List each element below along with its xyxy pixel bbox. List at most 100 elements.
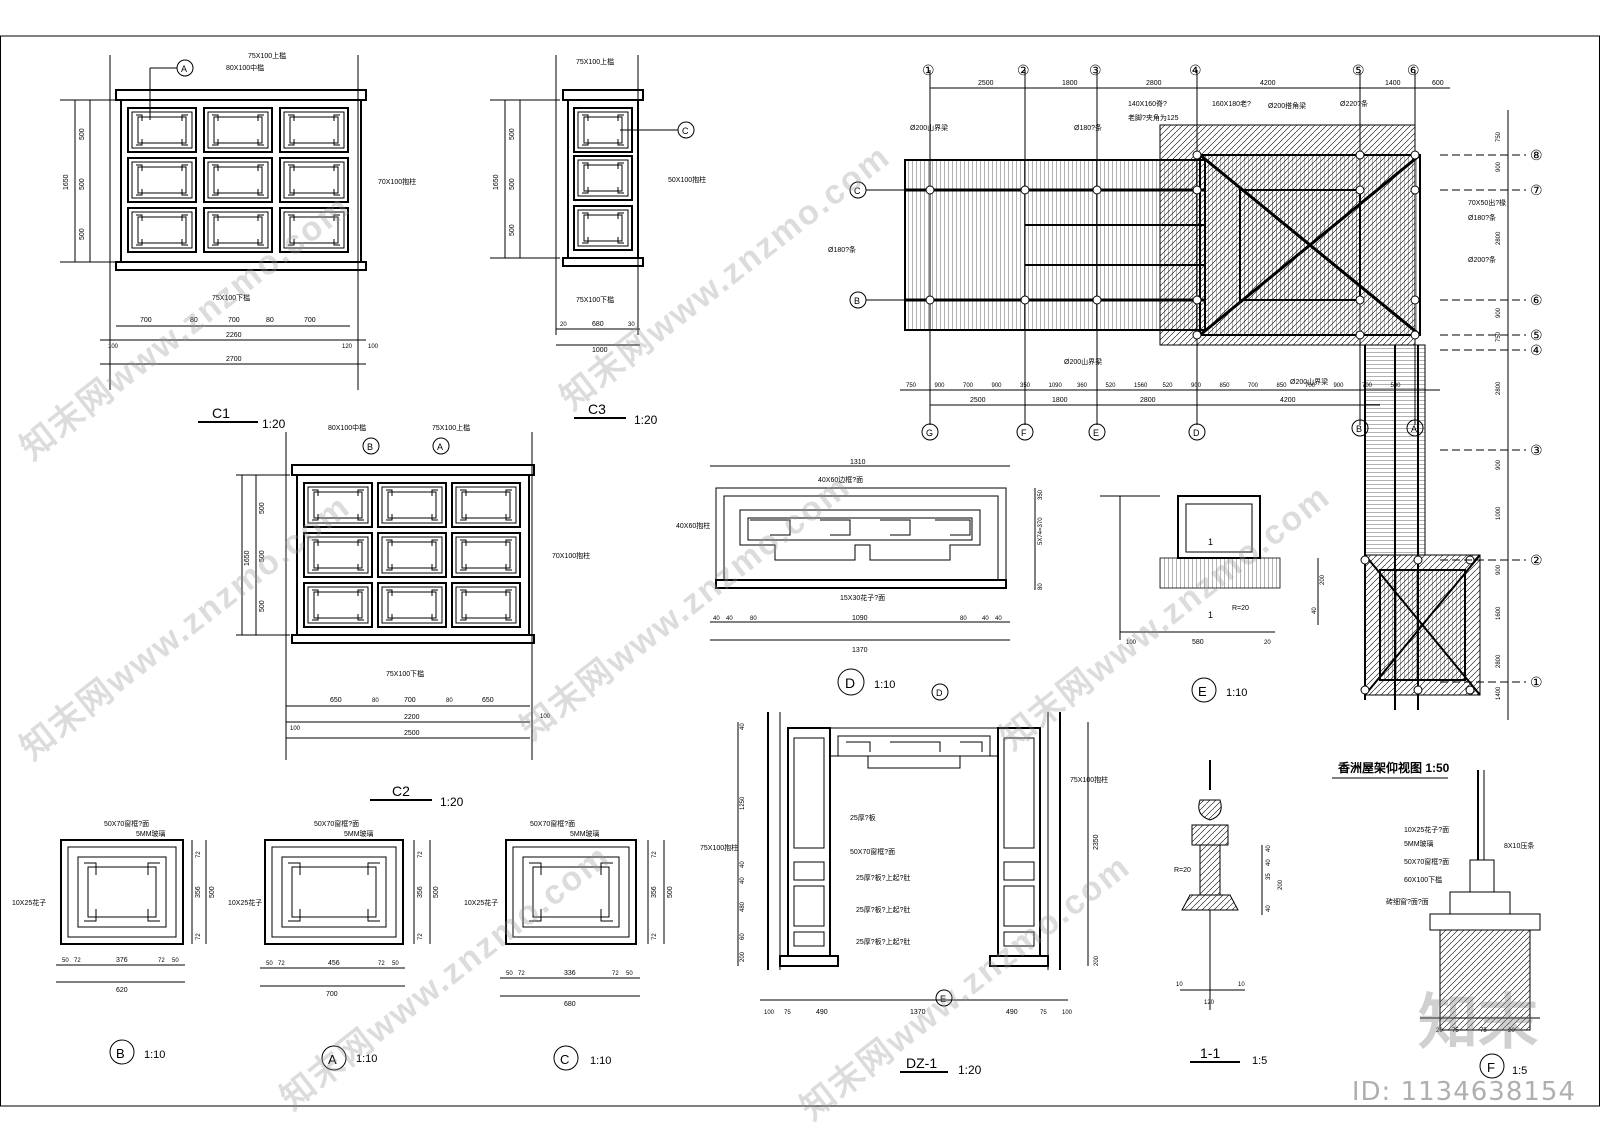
roof-node-0 [925,185,935,195]
roof-col-tag-E: E [1093,428,1099,438]
roof-note-9: 70X50出?椽 [1468,198,1506,207]
c1-panel-0-0-fretwork [136,114,188,146]
c2-dim-inner: 2200 [404,714,420,721]
c2-callout-a: A [437,442,443,452]
roof-dim-bottom-16: 700 [1362,383,1373,389]
detail-b-window: 50 72 376 72 50 620 72 356 72 500 50X70窗… [12,819,216,1065]
d-dim-80a: 80 [750,616,757,622]
f-dim-75b: 75 [1480,1028,1487,1034]
a-frame-label: 50X70窗框?面 [314,819,359,828]
c1-panel-1-0-fretwork [136,164,188,196]
elevation-c2: 1650 500 500 500 650 80 700 80 650 100 1… [236,423,590,809]
c2-panel-0-2-inner [455,486,517,524]
dz1-scale: 1:20 [958,1063,982,1077]
dz1-dim-40b: 40 [740,861,746,868]
b-dim-50a: 50 [62,958,69,964]
c2-panel-1-0 [303,532,373,578]
roof-dim-right-4: 750 [1496,331,1502,342]
roof-node-18 [1360,555,1370,565]
c1-dim-v-total: 1650 [63,174,70,190]
c-scale: 1:10 [590,1055,611,1067]
b-dim-total: 620 [116,987,128,994]
e-upper-dim-200: 200 [1320,574,1326,585]
c-dim-50a: 50 [506,971,513,977]
c1-title: C1 [212,405,230,421]
c2-dim-80a: 80 [372,698,379,704]
e-upper-r: R=20 [1232,605,1249,612]
e-upper-dim-40: 40 [1312,607,1318,614]
a-dim-total: 700 [326,991,338,998]
c2-top-rail: 75X100上槛 [432,423,470,432]
c1-dim-700b: 700 [228,317,240,324]
roof-col-tag-circle-5 [1406,419,1424,437]
c2-bottom-rail: 75X100下槛 [386,669,424,678]
dz1-label-1: 25厚?板 [850,813,876,822]
e-upper-label-b: 1 [1208,610,1213,620]
roof-col-tag-circle-2 [1088,423,1106,441]
e-dim-40b: 40 [1266,859,1272,866]
roof-dim-bottom-13: 850 [1277,383,1288,389]
c2-panel-2-0-fretwork [312,589,364,621]
roof-node-10 [1355,150,1365,160]
c1-dim-80b: 80 [266,317,274,324]
elevation-dz1: 1250 40 40 40 480 60 200 2350 200 100 75… [700,683,1108,1077]
roof-node-16 [1410,295,1420,305]
d-top-label: 40X60边框?面 [818,475,863,484]
c1-panel-1-2-inner [283,161,345,199]
c1-panel-0-2 [279,107,349,153]
f-dim-75a: 75 [1452,1028,1459,1034]
f-label-2: 5MM玻璃 [1404,839,1434,848]
c1-dim-80a: 80 [190,317,198,324]
a-glass-label: 5MM玻璃 [344,829,374,838]
c1-callout: A [181,64,187,74]
c2-scale: 1:20 [440,795,464,809]
c2-dim-v-3: 500 [259,600,266,612]
c-title: C [560,1052,569,1067]
c3-dim-v-2: 500 [509,178,516,190]
c2-panel-0-0-inner [307,486,369,524]
c-frame-label: 50X70窗框?面 [530,819,575,828]
a-scale: 1:10 [356,1053,377,1065]
detail-f-section: 10X25花子?面 5MM玻璃 50X70窗框?面 60X100下槛 砖细窗?面… [1386,770,1541,1079]
roof-dim-right-7: 1000 [1496,506,1502,520]
dz1-dim-490b: 490 [1006,1009,1018,1016]
dz1-post-right: 75X100抱柱 [1070,775,1108,784]
section-e-1-1: E 1:10 R=20 40 40 35 200 40 10 10 120 1-… [1174,677,1284,1067]
f-label-3: 50X70窗框?面 [1404,857,1449,866]
c2-panel-0-2-fretwork [460,489,512,521]
dz1-label-4: 25厚?板?上起?肚 [856,905,910,914]
elevation-c3: 1650 500 500 500 20 680 30 1000 75X100上槛… [490,55,706,427]
dz1-dim-1370: 1370 [910,1009,926,1016]
a-dim-v-total: 500 [433,886,440,898]
roof-node-23 [1465,685,1475,695]
roof-dim-right-6: 900 [1496,459,1502,470]
roof-col-tag-circle-4 [1351,419,1369,437]
roof-dim-top-5: 600 [1432,80,1444,87]
e-dim-120: 120 [1204,1000,1215,1006]
c1-dim-total: 2700 [226,356,242,363]
roof-grid-top-4: ④ [1189,62,1202,78]
c3-panel-2 [573,205,633,251]
roof-dim-bottom-6: 360 [1077,383,1088,389]
roof-note-4: Ø200搭角梁 [1268,101,1306,110]
c-dim-v-total: 500 [667,886,674,898]
roof-row-tag-c: C [854,186,861,196]
c2-dim-v-2: 500 [259,550,266,562]
e-dim-10a: 10 [1176,982,1183,988]
roof-dim-right-11: 1400 [1496,686,1502,700]
roof-note-1: 140X160脊? [1128,99,1167,108]
c1-top-rail: 75X100上槛 [248,51,286,60]
c3-panel-2-inner [577,209,629,247]
c2-dim-700: 700 [404,697,416,704]
c3-post: 50X100抱柱 [668,175,706,184]
roof-grid-right-4: ④ [1530,342,1543,358]
b-bar-label: 10X25花子 [12,898,46,907]
d-dim-total: 1370 [852,647,868,654]
dz1-title: DZ-1 [906,1055,937,1071]
dz1-dim-480: 480 [740,901,746,912]
roof-node-12 [1355,295,1365,305]
f-label-5: 砖细窗?面?面 [1386,897,1429,906]
c2-dim-80b: 80 [446,698,453,704]
